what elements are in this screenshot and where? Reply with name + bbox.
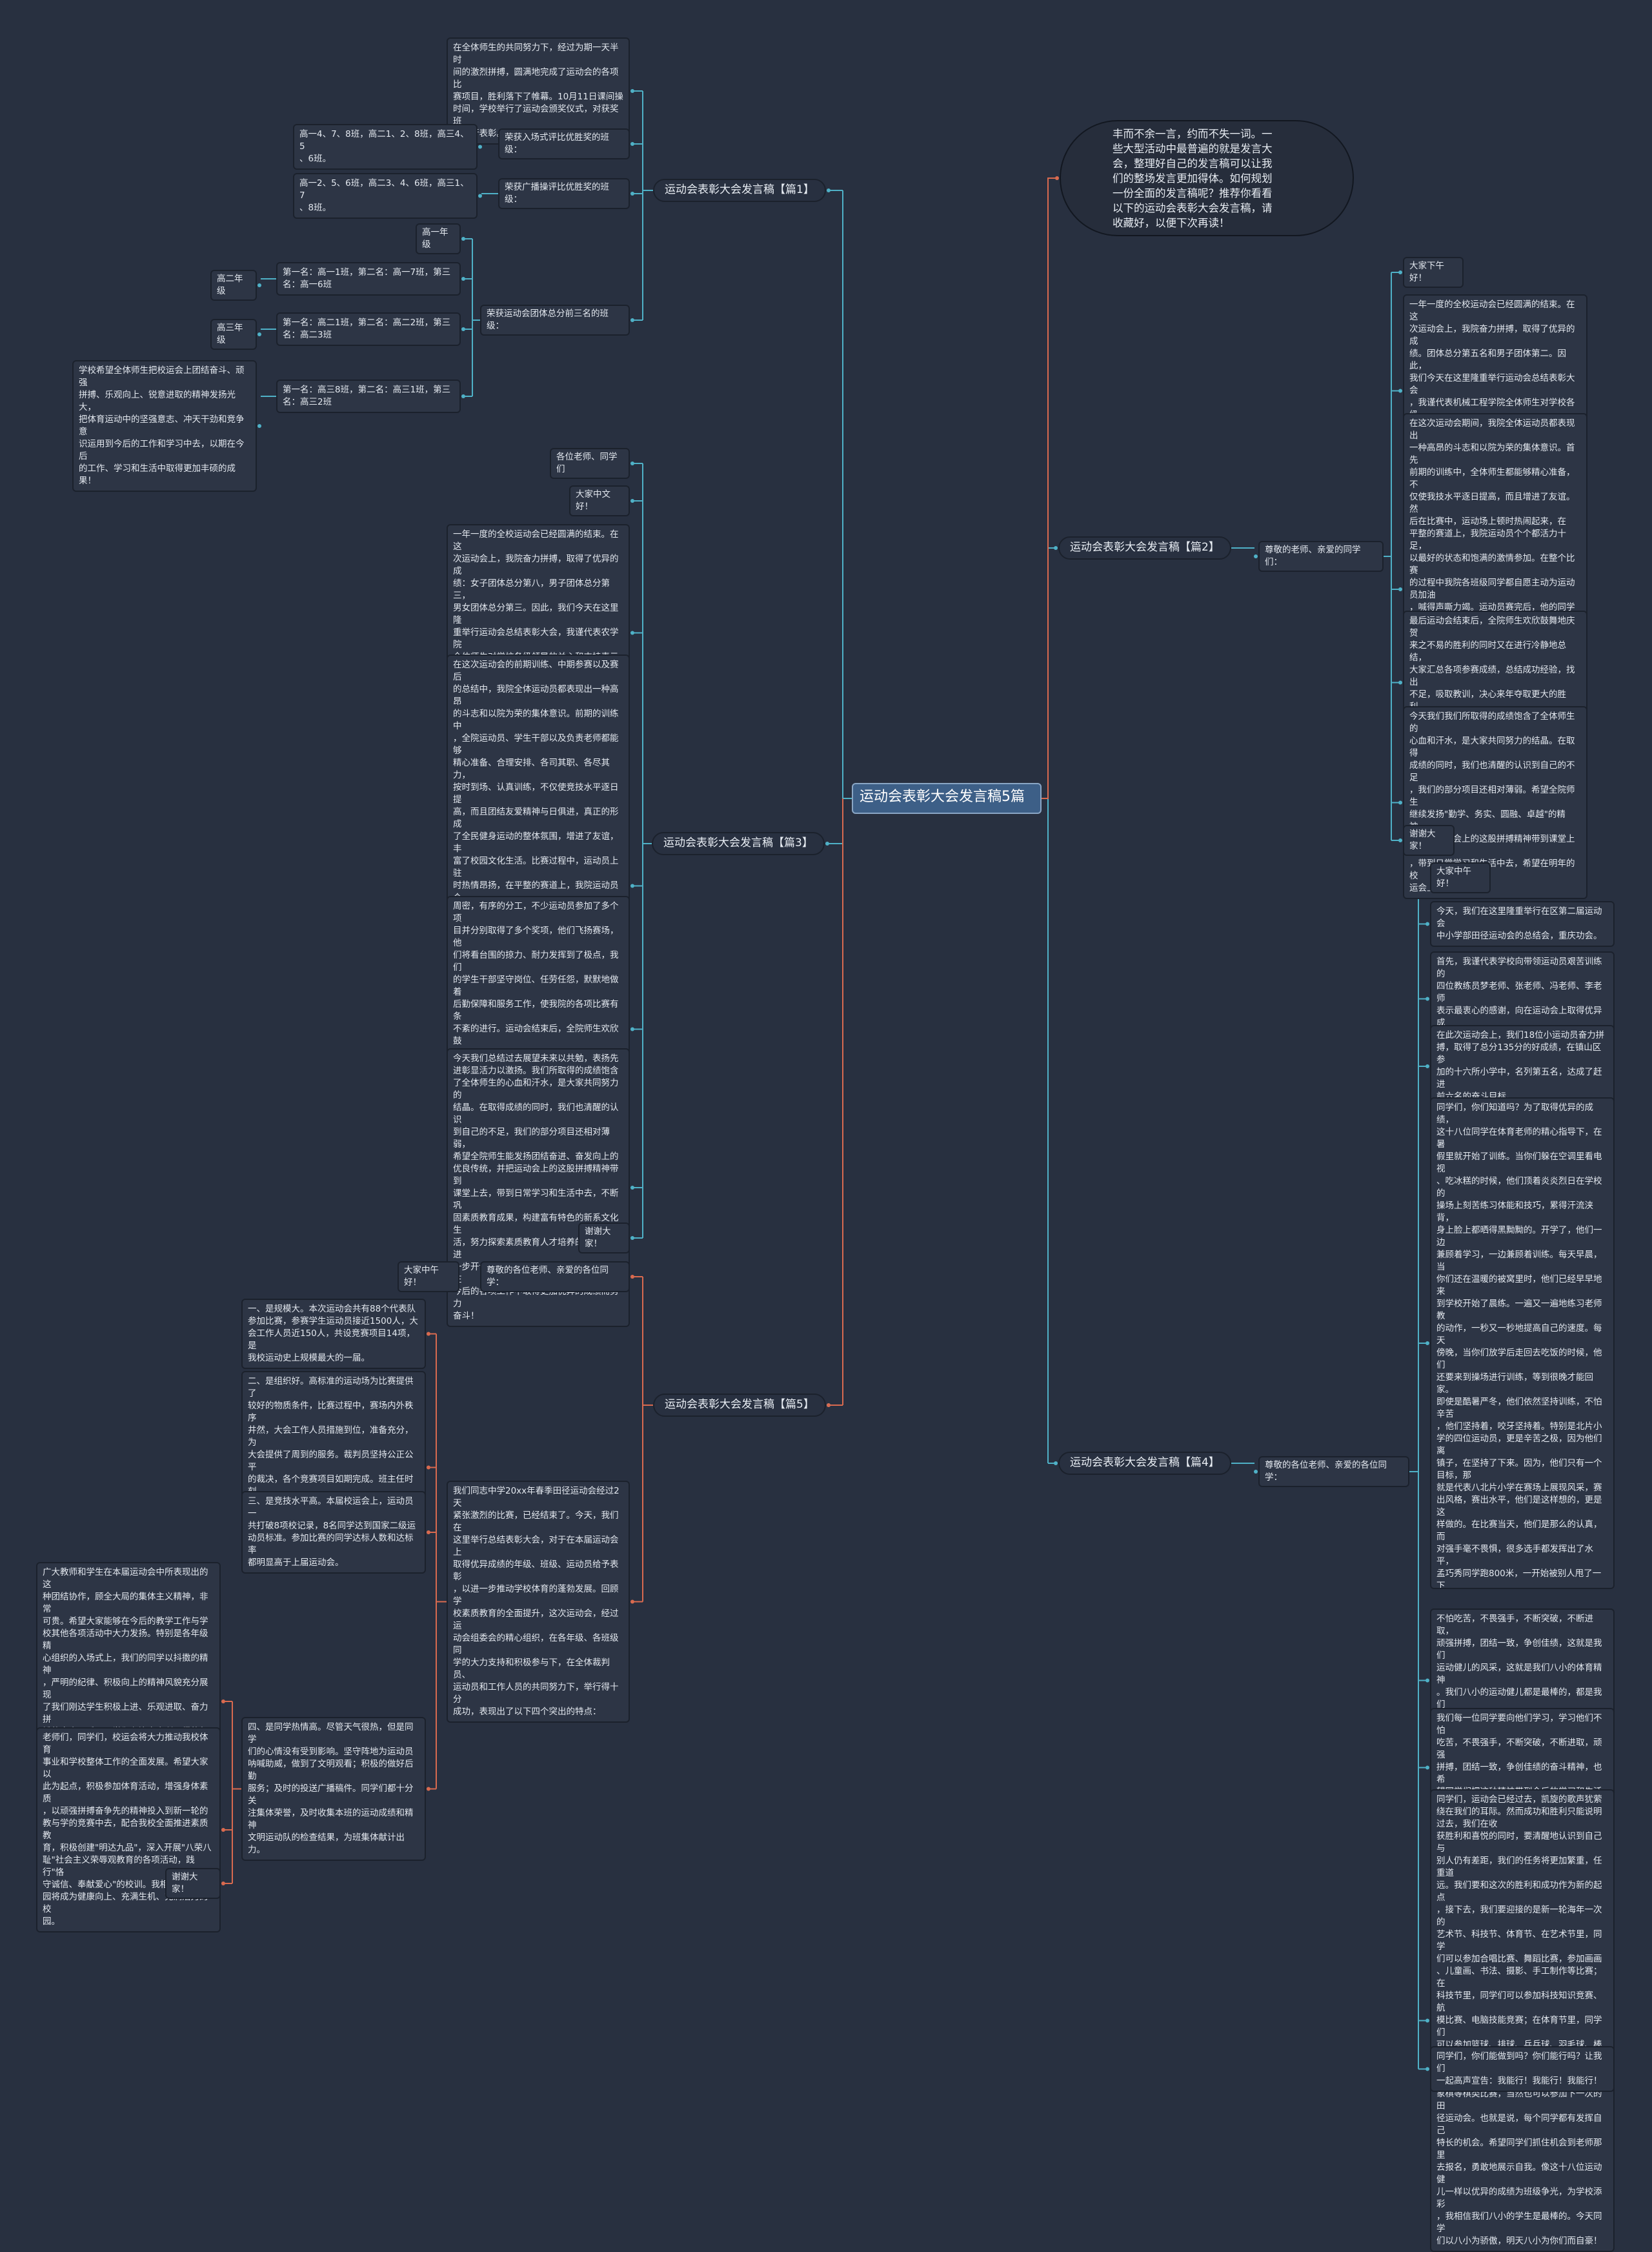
connector-dot [1054, 1461, 1058, 1465]
part5-feature-4[interactable]: 四、是同学热情高。尽管天气很热，但是同学 们的心情没有受到影响。坚守阵地为运动员… [241, 1717, 426, 1861]
part1-closing-hope[interactable]: 学校希望全体师生把校运会上团结奋斗、顽强 拼搏、乐观向上、锐意进取的精神发扬光大… [72, 360, 257, 492]
connector-dot [1398, 680, 1402, 685]
part4-greeting[interactable]: 尊敬的各位老师、亲爱的各位同学： [1258, 1456, 1409, 1487]
branch-part5[interactable]: 运动会表彰大会发言稿【篇5】 [653, 1394, 826, 1417]
connector-dot [1425, 1341, 1429, 1345]
connector-dot [221, 1882, 225, 1885]
connector-dot [1398, 270, 1402, 274]
part1-grade-3-ranking[interactable]: 第一名：高二1班，第二名：高二2班，第三 名：高二3班 [276, 312, 461, 346]
connector-dot [630, 631, 634, 635]
connector-intro [1042, 178, 1056, 799]
part5-thanks[interactable]: 谢谢大家！ [165, 1868, 221, 1899]
connector-dot [630, 499, 634, 503]
connector-dot [630, 192, 634, 196]
part1-grade-2[interactable]: 高二年级 [210, 270, 257, 301]
connector-dot [630, 1186, 634, 1190]
connector-dot [1254, 554, 1258, 558]
part1-label-entrance[interactable]: 荣获入场式评比优胜奖的班级： [498, 128, 630, 159]
connector-dot [1054, 546, 1058, 550]
connector-dot [827, 1403, 831, 1407]
connector-dot [221, 1699, 225, 1703]
connector-dot [257, 283, 261, 287]
connector-dot [1425, 2067, 1429, 2071]
part1-grade-1[interactable]: 高一年级 [416, 223, 461, 254]
connector-dot [1425, 2018, 1429, 2023]
connector-dot [630, 1275, 634, 1279]
connector-dot [461, 237, 465, 241]
connector-lines [221, 89, 1429, 2071]
connector-dot [427, 1530, 430, 1534]
part1-label-exercise[interactable]: 荣获广播操评比优胜奖的班级： [498, 178, 630, 209]
part1-grade-4-ranking[interactable]: 第一名：高三8班，第二名：高三1班，第三 名：高三2班 [276, 380, 461, 413]
branch-part2[interactable]: 运动会表彰大会发言稿【篇2】 [1058, 536, 1231, 560]
part1-detail-exercise[interactable]: 高一2、5、6班，高二3、4、6班，高三1、7 、8班。 [293, 173, 478, 219]
part1-label-total-score[interactable]: 荣获运动会团体总分前三名的班级： [480, 305, 630, 336]
connector-dot [478, 194, 482, 198]
connector-dot [427, 1465, 430, 1470]
connector-dot [1425, 1765, 1429, 1770]
connector-dot [827, 188, 831, 192]
part2-thanks[interactable]: 谢谢大家！ [1403, 825, 1455, 856]
connector-dot [1398, 838, 1402, 842]
part5-feature-3[interactable]: 三、是竞技水平高。本届校运会上，运动员一 共打破8项校记录，8名同学达到国家二级… [241, 1491, 426, 1574]
part3-greeting[interactable]: 各位老师、同学们 [550, 448, 630, 479]
connector-dot [1398, 587, 1402, 591]
connector-dot [1425, 997, 1429, 1001]
connector-dot [478, 145, 482, 149]
intro-bubble[interactable]: 丰而不余一言，约而不失一词。一 些大型活动中最普遍的就是发言大 会，整理好自己的… [1060, 120, 1354, 236]
connector-dot [1425, 1064, 1429, 1068]
part4-text-1[interactable]: 今天，我们在这里隆重举行在区第二届运动会 中小学部田径运动会的总结会，重庆功会。 [1430, 901, 1615, 947]
connector-dot [461, 394, 465, 398]
part5-feature-1[interactable]: 一、是规模大。本次运动会共有88个代表队 参加比赛，参赛学生运动员接近1500人… [241, 1299, 426, 1369]
connector-dot [1398, 389, 1402, 393]
part5-conclusion-2[interactable]: 老师们，同学们，校运会将大力推动我校体育 事业和学校整体工作的全面发展。希望大家… [36, 1727, 221, 1932]
connector-dot [630, 89, 634, 93]
connector-dot [1398, 800, 1402, 805]
part5-text-intro[interactable]: 我们同志中学20xx年春季田径运动会经过2天 紧张激烈的比赛，已经结束了。今天，… [447, 1481, 630, 1723]
connector-dot [1425, 922, 1429, 926]
connector-dot [630, 884, 634, 888]
part4-hello[interactable]: 大家中午好！ [1430, 862, 1491, 893]
branch-part4[interactable]: 运动会表彰大会发言稿【篇4】 [1058, 1452, 1231, 1475]
part2-hello[interactable]: 大家下午好！ [1403, 257, 1464, 288]
part5-hello[interactable]: 大家中午好！ [398, 1261, 459, 1292]
connector-dot [427, 1787, 430, 1791]
branch-part3[interactable]: 运动会表彰大会发言稿【篇3】 [652, 832, 825, 855]
connector-dot [1055, 176, 1059, 180]
branch-part1[interactable]: 运动会表彰大会发言稿【篇1】 [653, 179, 826, 202]
connector-dot [461, 277, 465, 281]
part4-text-4[interactable]: 同学们，你们知道吗？为了取得优异的成绩， 这十八位同学在体育老师的精心指导下，在… [1430, 1097, 1615, 1589]
part4-text-8[interactable]: 同学们，你们能做到吗？你们能行吗？让我们 一起高声宣告：我能行！我能行！我能行！ [1430, 2046, 1615, 2092]
part1-grade-2-ranking[interactable]: 第一名：高一1班，第二名：高一7班，第三 名：高一6班 [276, 262, 461, 296]
connector-dot [630, 462, 634, 465]
connector-dot [630, 1027, 634, 1031]
part3-thanks[interactable]: 谢谢大家！ [578, 1222, 630, 1253]
connector-dot [630, 1236, 634, 1240]
connector-dot [630, 318, 634, 322]
connector-dot [427, 1332, 430, 1336]
part2-greeting[interactable]: 尊敬的老师、亲爱的同学们： [1258, 541, 1384, 572]
connector-dot [630, 1599, 634, 1604]
connector-dot [825, 842, 829, 846]
root-topic[interactable]: 运动会表彰大会发言稿5篇 [852, 783, 1042, 814]
part5-greeting[interactable]: 尊敬的各位老师、亲爱的各位同学： [480, 1261, 630, 1292]
connector-dot [257, 332, 261, 336]
part1-detail-entrance[interactable]: 高一4、7、8班，高二1、2、8班，高三4、5 、6班。 [293, 124, 478, 170]
connector-dot [257, 424, 261, 428]
part3-hello[interactable]: 大家中文好！ [569, 485, 630, 516]
connector-dot [221, 1828, 225, 1832]
connector-dot [1254, 1470, 1258, 1474]
part4-text-7[interactable]: 同学们，运动会已经过去，凯旋的歌声犹萦 绕在我们的耳际。然而成功和胜利只能说明过… [1430, 1789, 1615, 2252]
part1-grade-3[interactable]: 高三年级 [210, 319, 257, 350]
connector-dot [461, 327, 465, 331]
connector-dot [1425, 1678, 1429, 1683]
part4-text-3[interactable]: 在此次运动会上，我们18位小运动员奋力拼 搏，取得了总分135分的好成绩，在镇山… [1430, 1025, 1615, 1108]
connector-dot [630, 142, 634, 146]
